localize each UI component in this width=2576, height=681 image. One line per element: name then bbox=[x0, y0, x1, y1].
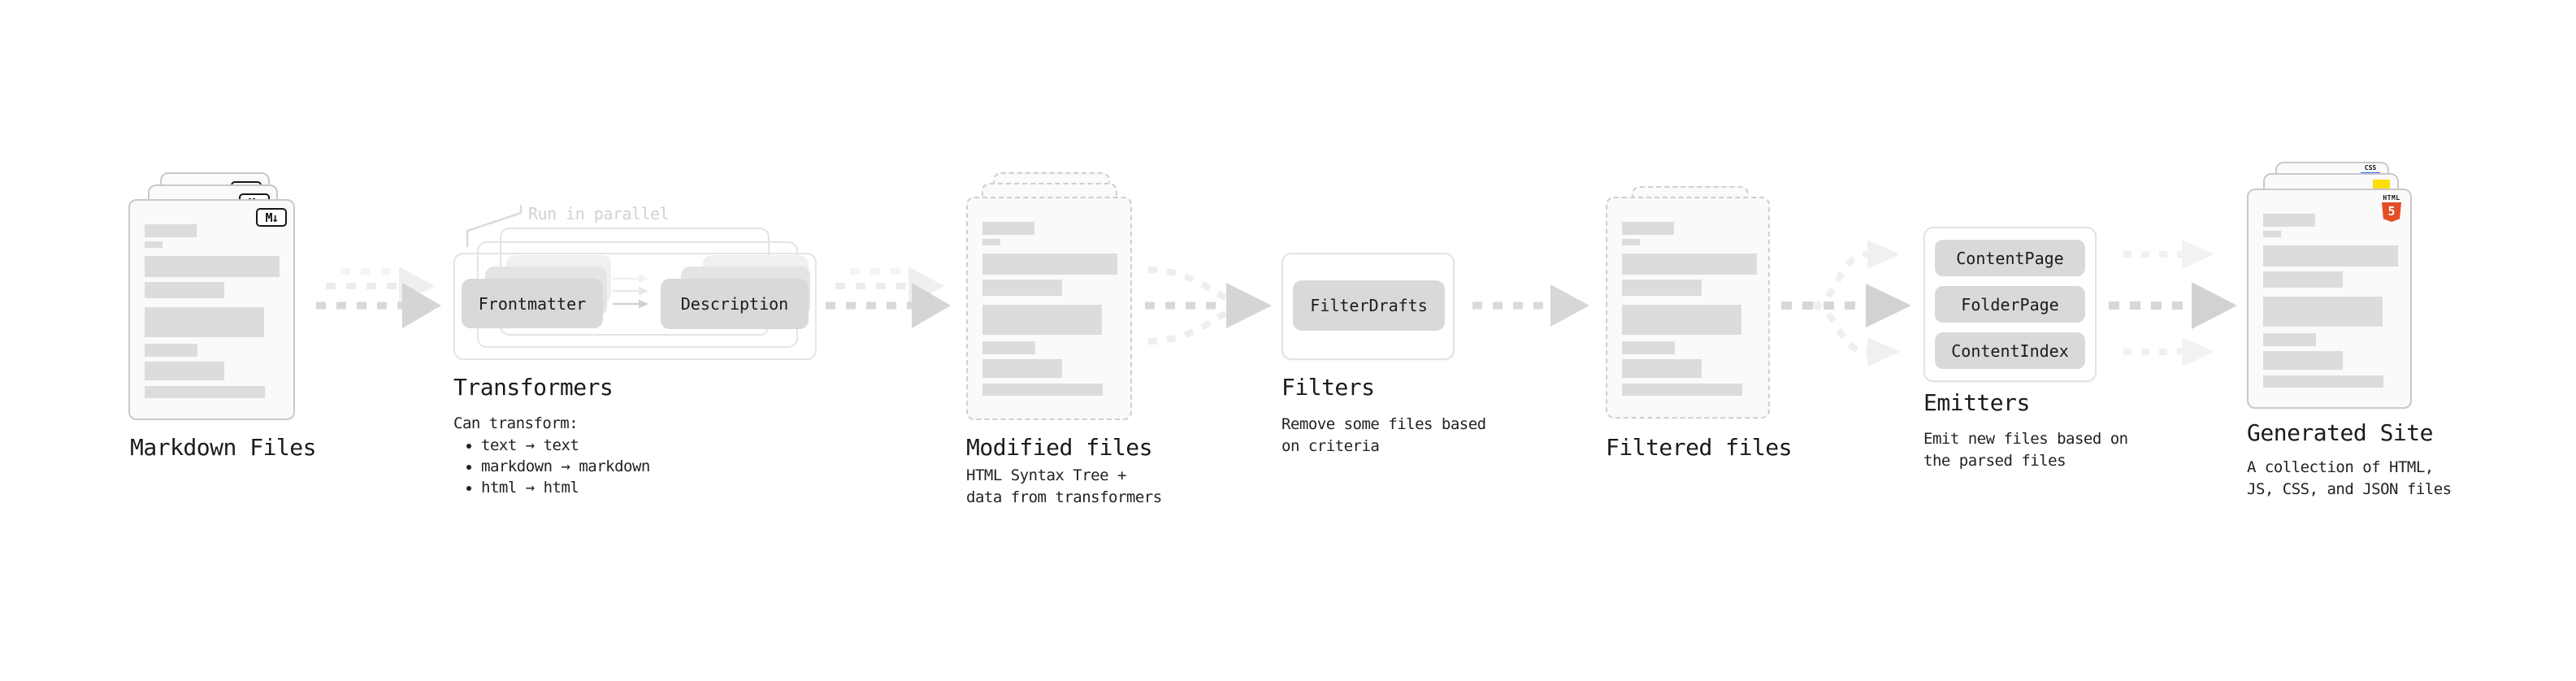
can-transform-title: Can transform: bbox=[453, 414, 579, 432]
markdown-file-card-front: M↓ bbox=[128, 199, 295, 420]
markdown-files-label: Markdown Files bbox=[130, 434, 317, 461]
generated-site-description: A collection of HTML, JS, CSS, and JSON … bbox=[2247, 457, 2452, 501]
filters-container: FilterDrafts bbox=[1281, 253, 1455, 360]
modified-files-description: HTML Syntax Tree + data from transformer… bbox=[966, 465, 1162, 509]
flow-fanout-arrow-icon bbox=[1781, 240, 1911, 367]
description-line: JS, CSS, and JSON files bbox=[2247, 480, 2452, 498]
document-skeleton bbox=[2263, 214, 2398, 388]
parallel-lane-front bbox=[453, 253, 817, 360]
document-skeleton bbox=[1622, 222, 1757, 396]
description-line: data from transformers bbox=[966, 488, 1162, 506]
description-box-label: Description bbox=[680, 294, 789, 314]
description-line: Remove some files based bbox=[1281, 415, 1486, 433]
filterdrafts-box: FilterDrafts bbox=[1293, 280, 1445, 331]
emitters-label: Emitters bbox=[1923, 389, 2030, 416]
folderpage-box: FolderPage bbox=[1935, 286, 2085, 323]
markdown-files-stack: M↓ M↓ M↓ bbox=[128, 172, 327, 421]
bullet-html-to-html: html → html bbox=[481, 477, 650, 498]
html5-icon: HTML 5 bbox=[2381, 194, 2402, 222]
transformers-description: Can transform: text → text markdown → ma… bbox=[453, 413, 650, 498]
description-line: HTML Syntax Tree + bbox=[966, 466, 1126, 484]
document-skeleton bbox=[982, 222, 1117, 396]
filters-description: Remove some files based on criteria bbox=[1281, 414, 1486, 458]
emitters-description: Emit new files based on the parsed files bbox=[1923, 428, 2128, 472]
modified-file-card-front bbox=[966, 197, 1132, 420]
run-in-parallel-note: Run in parallel bbox=[528, 204, 670, 223]
filtered-file-card-front bbox=[1606, 197, 1770, 419]
markdown-icon-glyph: M↓ bbox=[265, 210, 279, 225]
description-transformer-box: Description bbox=[661, 279, 809, 329]
emitters-container: ContentPage FolderPage ContentIndex bbox=[1923, 227, 2097, 382]
description-line: the parsed files bbox=[1923, 452, 2066, 470]
document-skeleton bbox=[145, 224, 280, 398]
contentpage-box: ContentPage bbox=[1935, 240, 2085, 276]
description-line: A collection of HTML, bbox=[2247, 458, 2434, 476]
markdown-icon: M↓ bbox=[256, 208, 287, 227]
html-file-card: HTML 5 bbox=[2247, 189, 2412, 409]
flow-arrow-icon bbox=[1472, 284, 1589, 327]
transform-mini-arrows-icon bbox=[613, 274, 648, 309]
folderpage-box-label: FolderPage bbox=[1961, 294, 2059, 314]
html5-icon-shield: 5 bbox=[2382, 202, 2401, 222]
transform-bullet-list: text → text markdown → markdown html → h… bbox=[453, 435, 650, 498]
html5-icon-text: HTML bbox=[2383, 194, 2400, 202]
bullet-markdown-to-markdown: markdown → markdown bbox=[481, 456, 650, 477]
note-leader-line bbox=[466, 205, 523, 247]
contentindex-box: ContentIndex bbox=[1935, 332, 2085, 369]
flow-arrow-icon bbox=[316, 267, 441, 328]
flow-merge-arrow-icon bbox=[1145, 267, 1272, 345]
contentindex-box-label: ContentIndex bbox=[1951, 340, 2069, 361]
frontmatter-transformer-box: Frontmatter bbox=[462, 279, 603, 328]
css-icon-text: CSS bbox=[2364, 164, 2377, 171]
javascript-icon bbox=[2373, 180, 2390, 189]
generated-site-stack: CSS HTML 5 bbox=[2247, 162, 2442, 410]
filterdrafts-box-label: FilterDrafts bbox=[1310, 296, 1428, 315]
filtered-files-stack bbox=[1606, 186, 1801, 420]
flow-triple-arrow-icon bbox=[2109, 240, 2237, 367]
filtered-files-label: Filtered files bbox=[1606, 434, 1793, 461]
description-line: Emit new files based on bbox=[1923, 430, 2128, 448]
modified-files-label: Modified files bbox=[966, 434, 1153, 461]
flow-arrow-icon bbox=[826, 267, 951, 328]
bullet-text-to-text: text → text bbox=[481, 435, 650, 456]
filters-label: Filters bbox=[1281, 374, 1375, 401]
transformers-label: Transformers bbox=[453, 374, 614, 401]
description-line: on criteria bbox=[1281, 437, 1380, 455]
modified-files-stack bbox=[966, 172, 1161, 420]
frontmatter-box-label: Frontmatter bbox=[478, 293, 587, 314]
contentpage-box-label: ContentPage bbox=[1956, 248, 2064, 268]
generated-site-label: Generated Site bbox=[2247, 419, 2434, 446]
